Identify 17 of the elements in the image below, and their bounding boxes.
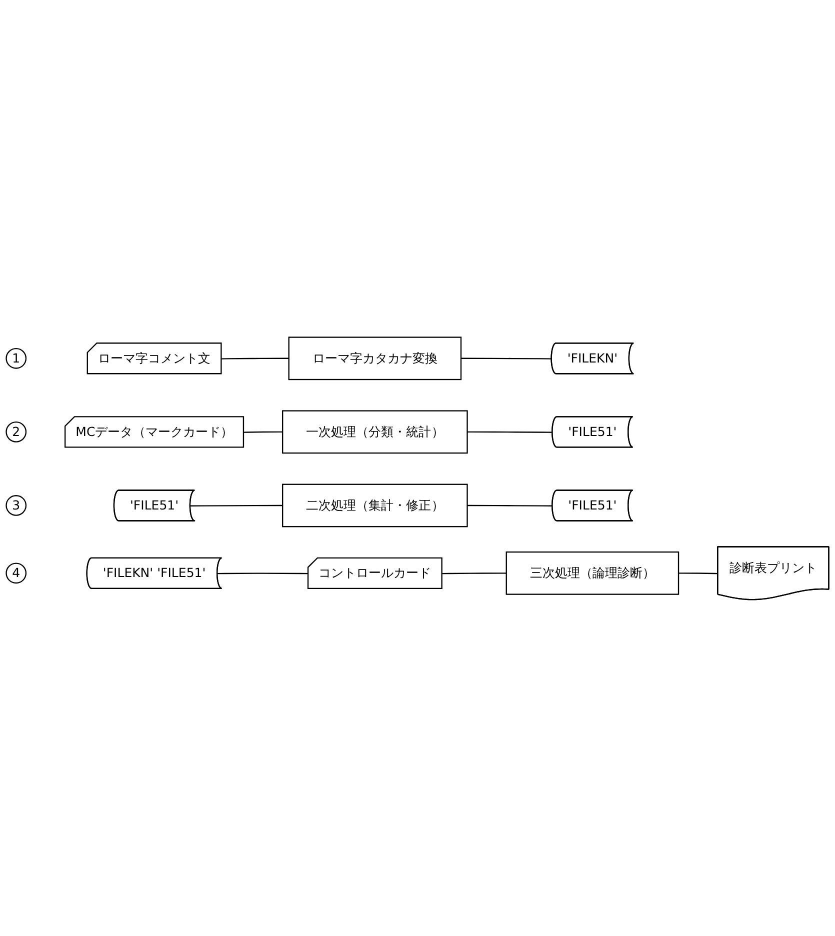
connector — [222, 357, 289, 359]
connector — [461, 357, 552, 359]
node-box: 三次処理（論理診断） — [506, 551, 680, 594]
node-circle: 3 — [6, 494, 27, 516]
connector — [678, 572, 718, 574]
connector — [217, 572, 308, 574]
node-circle: 4 — [6, 562, 27, 584]
node-circle: 2 — [6, 421, 27, 442]
node-box: ローマ字カタカナ変換 — [288, 336, 462, 380]
node-box: 二次処理（集計・修正） — [282, 483, 468, 527]
connector — [467, 504, 553, 506]
node-circle: 1 — [6, 348, 27, 368]
node-box: 一次処理（分類・統計） — [282, 410, 468, 454]
connector — [244, 430, 283, 432]
connector — [190, 504, 283, 506]
connector — [442, 572, 506, 574]
connector — [467, 430, 553, 432]
